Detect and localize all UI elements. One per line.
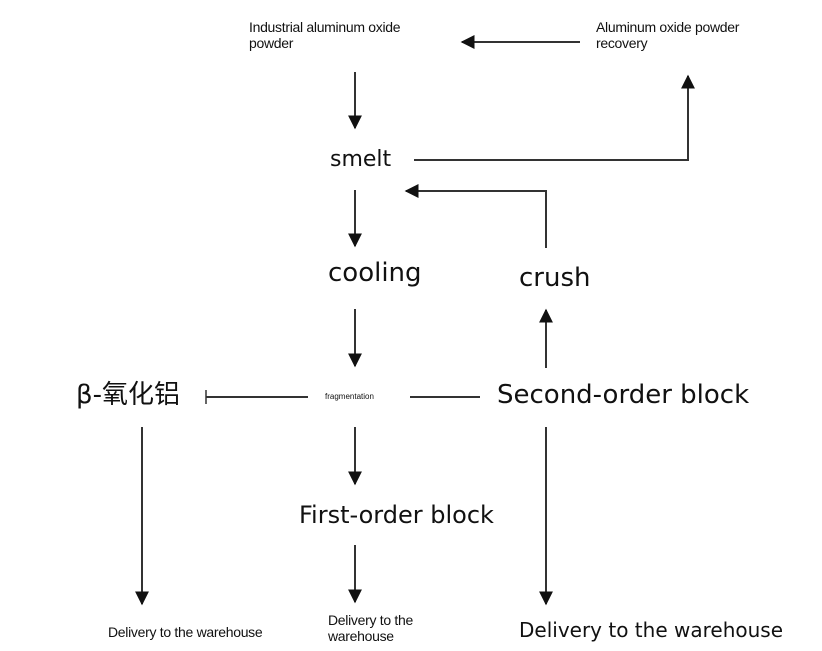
node-fragmentation: fragmentation [325, 392, 374, 401]
node-raw-powder: Industrial aluminum oxide powder [249, 19, 401, 52]
node-cooling: cooling [328, 258, 422, 288]
node-smelt: smelt [330, 147, 392, 172]
edge-smelt-to-recovery [414, 74, 695, 161]
edge-crush-to-smelt [404, 184, 547, 248]
node-delivery-center: Delivery to the warehouse [328, 612, 413, 645]
node-crush: crush [519, 263, 591, 293]
node-first-order-block: First-order block [299, 501, 494, 529]
node-delivery-right: Delivery to the warehouse [519, 618, 784, 642]
node-second-order-block: Second-order block [497, 380, 750, 410]
node-beta-alumina: β-氧化铝 [76, 380, 180, 410]
node-delivery-left: Delivery to the warehouse [108, 624, 263, 640]
node-recovery: Aluminum oxide powder recovery [596, 19, 740, 52]
